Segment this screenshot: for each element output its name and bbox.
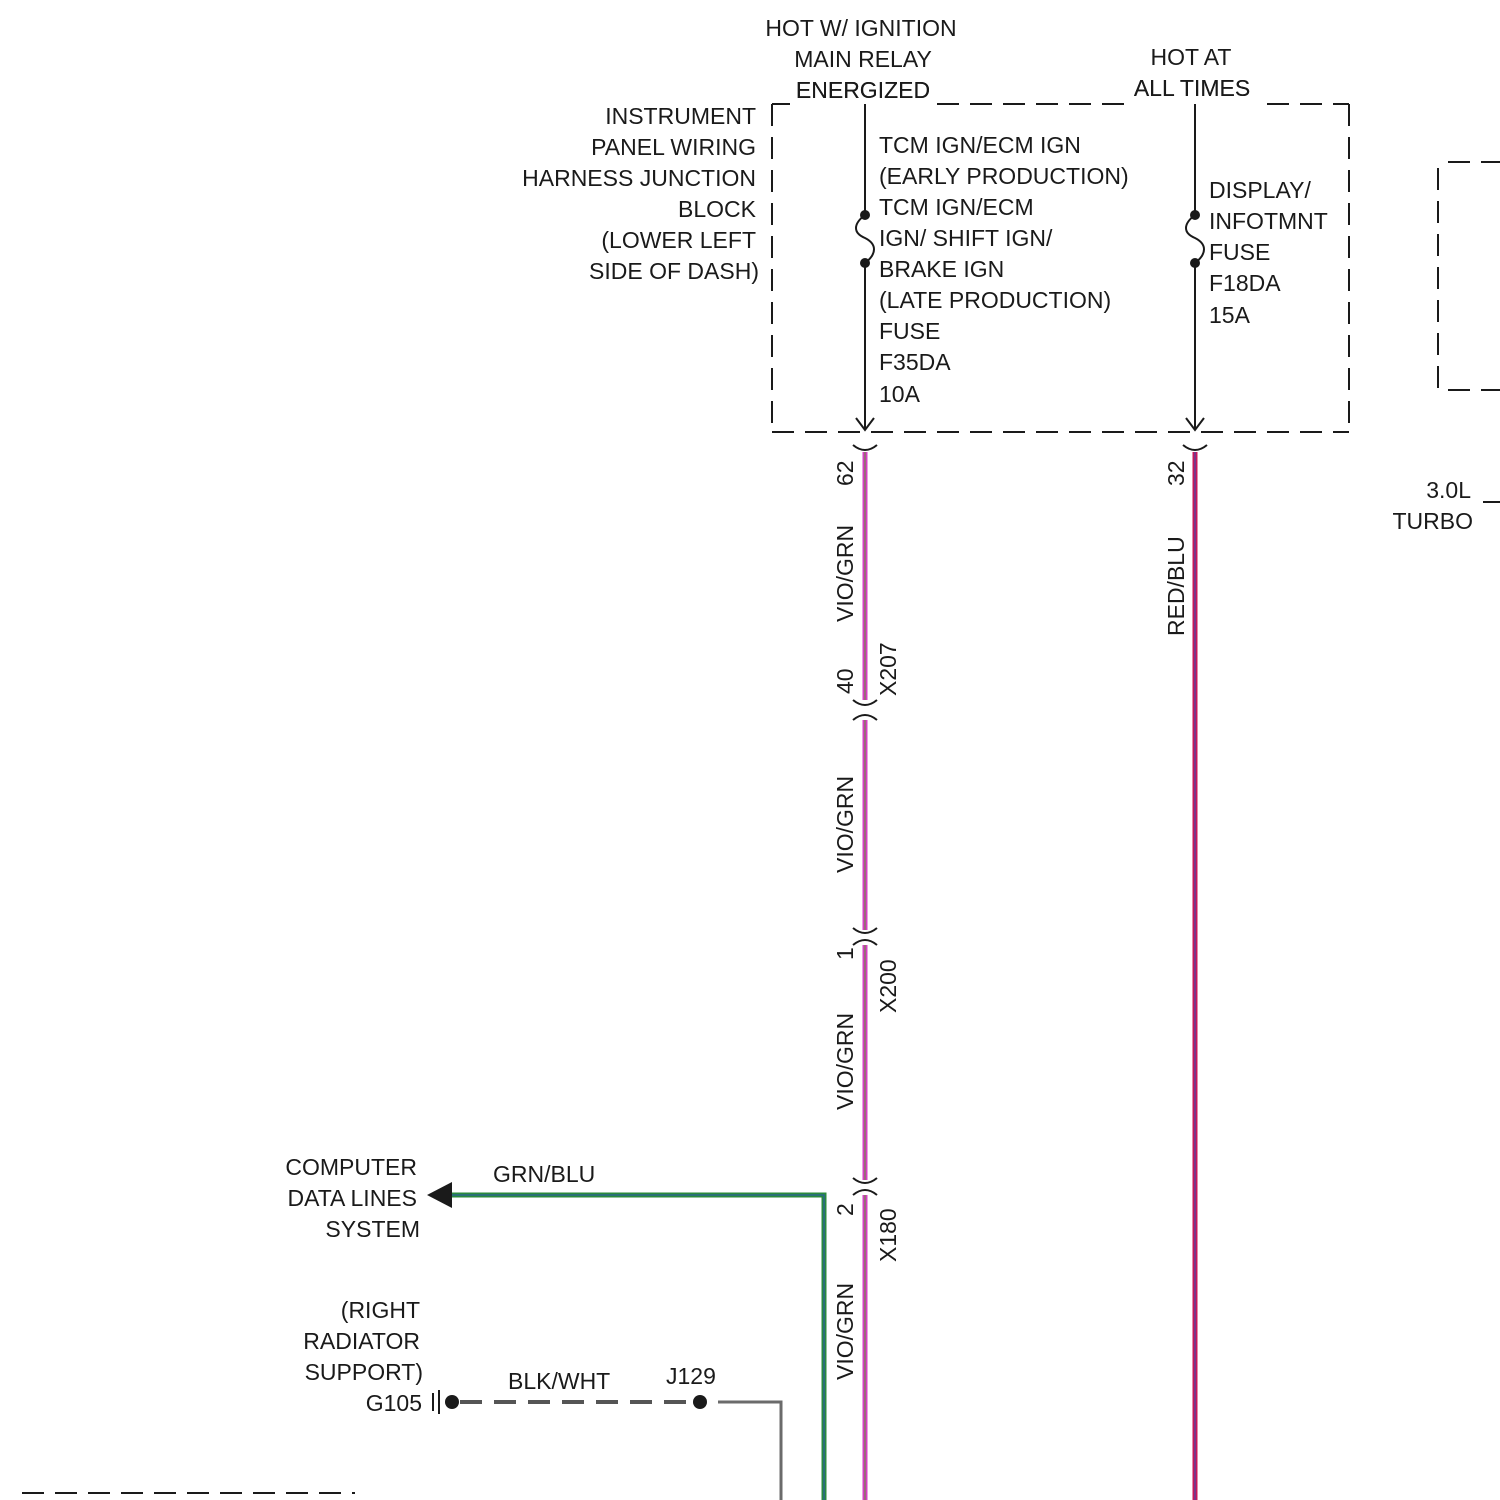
connector-x200-pin: 1 (832, 947, 858, 960)
data-lines-label: COMPUTER DATA LINES SYSTEM (285, 1154, 420, 1242)
wire-label-grn-blu: GRN/BLU (493, 1161, 595, 1187)
ignition-line-2: MAIN RELAY (794, 46, 932, 72)
f35-line-8: F35DA (879, 349, 951, 375)
connector-x180 (853, 1178, 877, 1195)
connector-x200-id: X200 (875, 959, 901, 1013)
right-edge-engine-label: 3.0L TURBO (1393, 477, 1474, 534)
fuse-f18da-label: DISPLAY/ INFOTMNT FUSE F18DA 15A (1209, 177, 1328, 328)
connector-x180-id: X180 (875, 1208, 901, 1262)
fuse-f35da-label: TCM IGN/ECM IGN (EARLY PRODUCTION) TCM I… (879, 132, 1129, 407)
jb-line-5: (LOWER LEFT (601, 227, 756, 253)
wire-label-blk-wht: BLK/WHT (508, 1368, 610, 1394)
wire-label-vio-grn-4: VIO/GRN (832, 1283, 858, 1380)
wire-label-vio-grn-1: VIO/GRN (832, 525, 858, 622)
right-component-outline (1438, 162, 1500, 390)
f18-line-3: FUSE (1209, 239, 1270, 265)
ground-line-2: RADIATOR (303, 1328, 420, 1354)
ground-terminal-dot (445, 1395, 459, 1409)
connector-x207-id: X207 (875, 642, 901, 696)
f18-line-5: 15A (1209, 302, 1251, 328)
splice-j129-dot (693, 1395, 707, 1409)
wire-label-red-blu: RED/BLU (1163, 536, 1189, 636)
data-lines-line-2: DATA LINES (287, 1185, 417, 1211)
ground-symbol-icon (433, 1390, 439, 1414)
connector-x207-pin: 40 (832, 668, 858, 694)
pin-32-label: 32 (1163, 460, 1189, 486)
jb-output-connector-32 (1183, 445, 1207, 450)
f35-line-4: IGN/ SHIFT IGN/ (879, 225, 1053, 251)
f35-line-3: TCM IGN/ECM (879, 194, 1034, 220)
connector-x200 (853, 928, 877, 945)
data-lines-line-3: SYSTEM (325, 1216, 420, 1242)
engine-line-2: TURBO (1393, 508, 1474, 534)
hot-line-2-redraw: ALL TIMES (1134, 75, 1250, 101)
data-lines-line-1: COMPUTER (285, 1154, 417, 1180)
fuse-f35da-terminal-top (860, 210, 870, 220)
f18-line-2: INFOTMNT (1209, 208, 1328, 234)
fuse-f18da-terminal-top (1190, 210, 1200, 220)
hot-line-1: HOT AT (1151, 44, 1232, 70)
wire-grn-blu (450, 1195, 824, 1500)
ignition-line-3-redraw: ENERGIZED (796, 77, 930, 103)
connector-x180-pin: 2 (832, 1203, 858, 1216)
jb-line-6: SIDE OF DASH) (589, 258, 759, 284)
f18-line-4: F18DA (1209, 270, 1281, 296)
jb-line-4: BLOCK (678, 196, 757, 222)
wire-label-vio-grn-3: VIO/GRN (832, 1013, 858, 1110)
f35-line-1: TCM IGN/ECM IGN (879, 132, 1081, 158)
f35-line-6: (LATE PRODUCTION) (879, 287, 1111, 313)
ground-line-1: (RIGHT (341, 1297, 420, 1323)
jb-output-connector-62 (853, 445, 877, 450)
ignition-line-1: HOT W/ IGNITION (765, 15, 956, 41)
wire-blk-wht (718, 1402, 781, 1500)
f35-line-7: FUSE (879, 318, 940, 344)
f18-line-1: DISPLAY/ (1209, 177, 1311, 203)
pin-62-label: 62 (832, 460, 858, 486)
f35-line-9: 10A (879, 381, 921, 407)
wire-label-vio-grn-2: VIO/GRN (832, 776, 858, 873)
junction-block-label: INSTRUMENT PANEL WIRING HARNESS JUNCTION… (522, 103, 759, 284)
fuse-f18da-terminal-bottom (1190, 258, 1200, 268)
jb-line-1: INSTRUMENT (605, 103, 756, 129)
connector-x207 (853, 700, 877, 720)
jb-line-2: PANEL WIRING (591, 134, 756, 160)
splice-j129-label: J129 (666, 1363, 716, 1389)
ground-id-label: G105 (366, 1390, 422, 1416)
ground-line-3: SUPPORT) (305, 1359, 423, 1385)
fuse-f35da-terminal-bottom (860, 258, 870, 268)
jb-line-3: HARNESS JUNCTION (522, 165, 756, 191)
engine-line-1: 3.0L (1426, 477, 1471, 503)
ground-location-label: (RIGHT RADIATOR SUPPORT) G105 (303, 1297, 423, 1416)
f35-line-2: (EARLY PRODUCTION) (879, 163, 1129, 189)
data-lines-arrow-icon (427, 1182, 452, 1208)
f35-line-5: BRAKE IGN (879, 256, 1004, 282)
